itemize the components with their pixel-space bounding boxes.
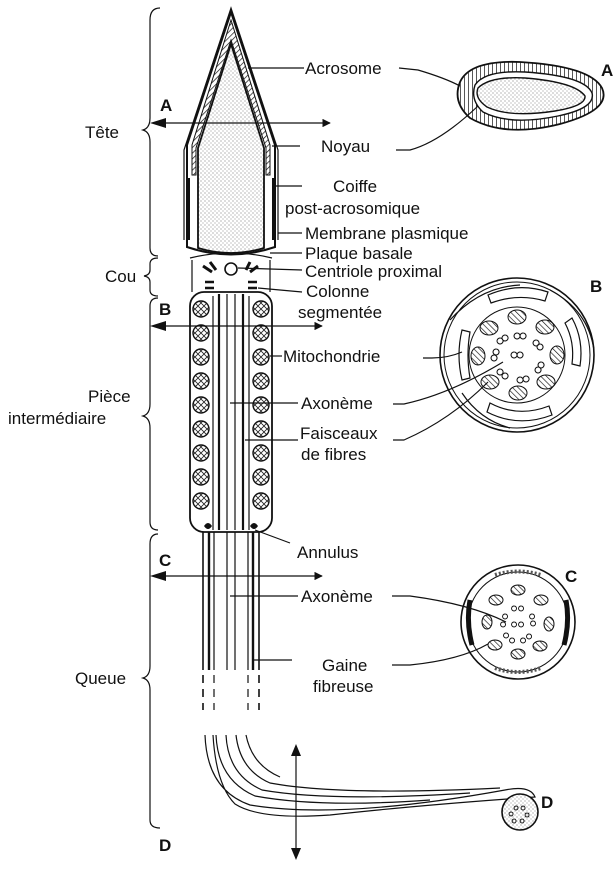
sperm-midpiece [190, 292, 272, 532]
sperm-head [184, 8, 278, 255]
label-gaine: Gaine [322, 656, 367, 675]
cross-section-d [502, 794, 538, 830]
region-label-intermediaire: intermédiaire [8, 409, 106, 428]
label-post-acrosomique: post-acrosomique [285, 199, 420, 218]
label-axoneme-midpiece: Axonème [301, 394, 373, 413]
section-letter-a-right: A [601, 61, 613, 80]
section-letter-c-left: C [159, 551, 171, 570]
section-letter-b-right: B [590, 277, 602, 296]
label-de-fibres: de fibres [301, 445, 366, 464]
region-label-piece: Pièce [88, 387, 131, 406]
label-mitochondrie: Mitochondrie [283, 347, 380, 366]
label-centriole-proximal: Centriole proximal [305, 262, 442, 281]
cross-section-a [458, 62, 604, 130]
region-label-tete: Tête [85, 123, 119, 142]
label-colonne: Colonne [306, 282, 369, 301]
label-annulus: Annulus [297, 543, 358, 562]
cross-section-b [440, 278, 594, 432]
cross-section-c [461, 565, 575, 679]
region-brackets [143, 8, 160, 828]
label-membrane-plasmique: Membrane plasmique [305, 224, 468, 243]
label-coiffe: Coiffe [333, 177, 377, 196]
region-label-queue: Queue [75, 669, 126, 688]
region-label-cou: Cou [105, 267, 136, 286]
mitochondria-left [193, 301, 209, 509]
label-axoneme-tail: Axonème [301, 587, 373, 606]
section-letter-b-left: B [159, 300, 171, 319]
sperm-principal-piece [203, 532, 259, 710]
label-acrosome: Acrosome [305, 59, 382, 78]
sperm-neck [190, 253, 272, 292]
label-plaque-basale: Plaque basale [305, 244, 413, 263]
section-letter-c-right: C [565, 567, 577, 586]
sperm-end-piece [205, 735, 535, 816]
section-letter-d-right: D [541, 793, 553, 812]
label-segmentee: segmentée [298, 303, 382, 322]
section-arrow-c [150, 571, 322, 581]
label-faisceaux: Faisceaux [300, 424, 378, 443]
mitochondria-right [253, 301, 269, 509]
section-letter-d-bottom: D [159, 836, 171, 855]
section-letter-a-left: A [160, 96, 172, 115]
label-fibreuse: fibreuse [313, 677, 373, 696]
label-noyau: Noyau [321, 137, 370, 156]
